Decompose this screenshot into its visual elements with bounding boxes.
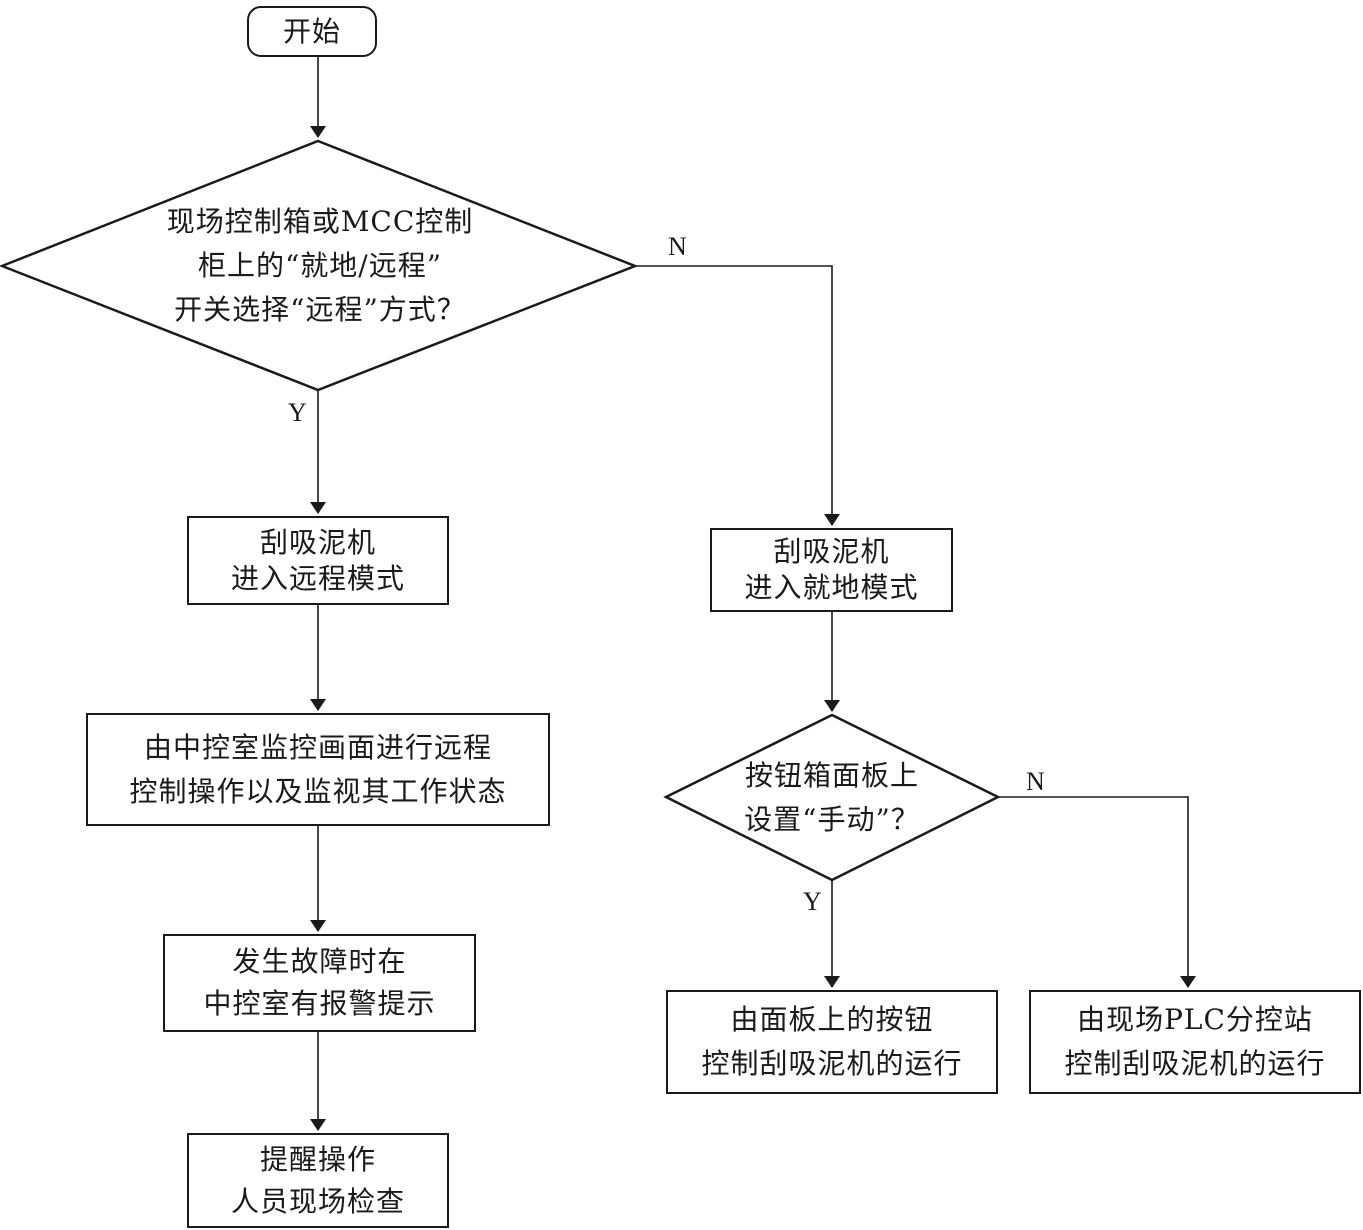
plc-control-line-2: 控制刮吸泥机的运行 (1064, 1047, 1326, 1080)
remind-line-1: 提醒操作 (259, 1142, 376, 1176)
decision1-text: 现场控制箱或MCC控制 柜上的“就地/远程” 开关选择“远程”方式？ (80, 198, 560, 334)
decision2-yes-label: Y (803, 887, 822, 916)
panel-control-line-2: 控制刮吸泥机的运行 (701, 1047, 963, 1080)
central-control-box: 由中控室监控画面进行远程 控制操作以及监视其工作状态 (86, 713, 550, 826)
decision2-line-2: 设置“手动”？ (744, 803, 920, 836)
decision1-no-label: N (668, 232, 687, 261)
remind-box: 提醒操作 人员现场检查 (187, 1133, 449, 1228)
decision1-yes-label: Y (288, 398, 307, 427)
panel-control-box: 由面板上的按钮 控制刮吸泥机的运行 (666, 990, 998, 1094)
local-mode-line-2: 进入就地模式 (744, 571, 919, 604)
remote-mode-line-1: 刮吸泥机 (259, 525, 376, 559)
arrow-decision2-no (998, 796, 1196, 988)
local-mode-line-1: 刮吸泥机 (773, 535, 890, 568)
arrow-decision1-no (635, 265, 840, 526)
decision2-line-1: 按钮箱面板上 (744, 759, 919, 792)
decision2-text: 按钮箱面板上 设置“手动”？ (700, 752, 964, 844)
local-mode-box: 刮吸泥机 进入就地模式 (710, 528, 953, 612)
decision2-no-label: N (1026, 767, 1045, 796)
central-control-line-2: 控制操作以及监视其工作状态 (129, 774, 507, 808)
decision1-line-3: 开关选择“远程”方式？ (174, 293, 466, 326)
start-node: 开始 (247, 6, 377, 57)
central-control-line-1: 由中控室监控画面进行远程 (143, 730, 492, 764)
decision1-line-2: 柜上的“就地/远程” (197, 249, 443, 282)
decision1-line-1: 现场控制箱或MCC控制 (166, 205, 474, 238)
start-label: 开始 (282, 14, 341, 48)
remind-line-2: 人员现场检查 (230, 1184, 405, 1218)
decision2-diamond (663, 713, 1001, 882)
decision1-diamond (0, 139, 639, 392)
remote-mode-box: 刮吸泥机 进入远程模式 (187, 516, 449, 605)
alarm-line-2: 中控室有报警提示 (203, 987, 436, 1020)
remote-mode-line-2: 进入远程模式 (230, 561, 405, 595)
alarm-line-1: 发生故障时在 (232, 945, 407, 978)
panel-control-line-1: 由面板上的按钮 (730, 1003, 934, 1036)
alarm-box: 发生故障时在 中控室有报警提示 (163, 934, 476, 1032)
plc-control-line-1: 由现场PLC分控站 (1077, 1003, 1313, 1036)
plc-control-box: 由现场PLC分控站 控制刮吸泥机的运行 (1029, 990, 1361, 1094)
